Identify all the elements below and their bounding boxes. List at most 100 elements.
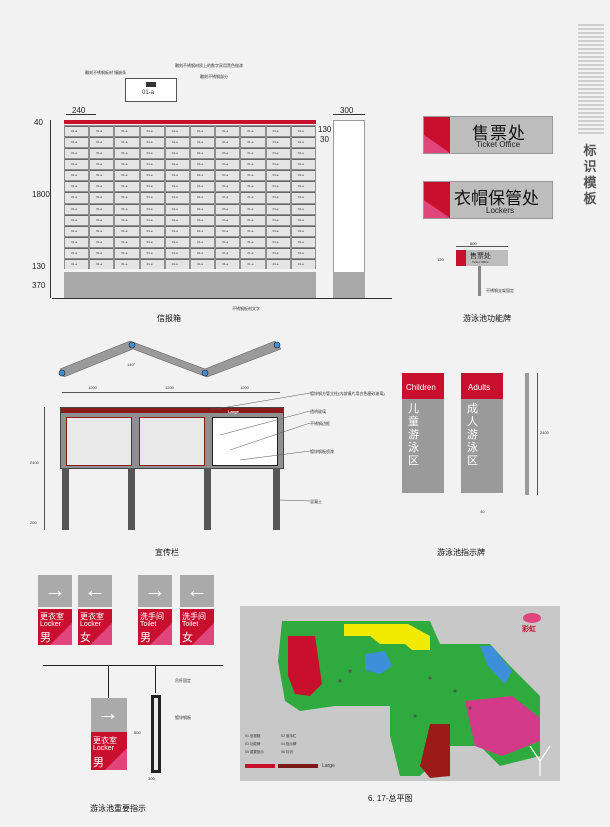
mailbox-slot-label: 01-a — [297, 206, 304, 211]
mailbox-slot-label: 01-a — [222, 129, 229, 133]
bb-panel-3 — [212, 417, 278, 466]
mailbox-slot-label: 01-a — [247, 239, 254, 244]
roof-angle: 140° — [127, 362, 136, 367]
mailbox-slot-label: 01-a — [197, 184, 204, 189]
mailbox-slot-label: 01-a — [96, 162, 103, 167]
bb-note-5: 混凝土 — [310, 499, 322, 504]
lockers-sign: 衣帽保管处 Lockers — [423, 181, 553, 219]
mailbox-slot: 01-a — [65, 170, 89, 181]
mailbox-slot: 01-a — [266, 192, 290, 203]
mailbox-slot: 01-a — [140, 181, 164, 192]
hang-g: 男 — [93, 757, 104, 769]
mailbox-slot-label: 01-a — [71, 261, 78, 266]
locker-en: Lockers — [486, 206, 515, 215]
mailbox-slot: 01-a — [115, 181, 139, 192]
mailbox-slot: 01-a — [65, 159, 89, 170]
toilet-pink-tri — [90, 623, 112, 645]
mailbox-slot-label: 01-a — [146, 195, 153, 200]
mailbox-slot-label: 01-a — [272, 140, 279, 145]
mailbox-slot: 01-a — [165, 137, 189, 148]
mailbox-slot: 01-a — [90, 192, 114, 203]
mailbox-slot: 01-a — [216, 192, 240, 203]
mailbox-slot: 01-a — [115, 225, 139, 236]
mailbox-slot: 01-a — [216, 159, 240, 170]
mailbox-slot: 01-a — [266, 126, 290, 137]
mailbox-slot-label: 01-a — [146, 228, 153, 233]
bb-top-bar — [61, 408, 283, 413]
mailbox-slot: 01-a — [65, 203, 89, 214]
mailbox-slot-label: 01-a — [222, 140, 229, 145]
mailbox-slot: 01-a — [90, 247, 114, 258]
mailbox-slot: 01-a — [140, 236, 164, 247]
mailbox-slot: 01-a — [90, 159, 114, 170]
mailbox-slot: 01-a — [115, 258, 139, 269]
bb-w1: 1200 — [88, 385, 97, 390]
mailbox-slot: 01-a — [216, 225, 240, 236]
mailbox-slot: 01-a — [291, 170, 315, 181]
mailbox-slot: 01-a — [216, 126, 240, 137]
mailbox-slot: 01-a — [140, 225, 164, 236]
mailbox-slot: 01-a — [90, 258, 114, 269]
hang-en: Locker — [93, 745, 115, 752]
mailbox-slot-label: 01-a — [247, 217, 254, 222]
mailbox-slot: 01-a — [241, 170, 265, 181]
mailbox-slot-label: 01-a — [96, 217, 103, 222]
mailbox-slot: 01-a — [90, 181, 114, 192]
mailbox-slot: 01-a — [191, 203, 215, 214]
mailbox-slot-label: 01-a — [96, 261, 103, 266]
hang-arrow-box — [91, 698, 127, 732]
mailbox-slot-label: 01-a — [197, 151, 204, 156]
legend-item: 06 标识 — [281, 750, 293, 754]
mailbox-slot-label: 01-a — [96, 184, 103, 189]
mailbox-slot-label: 01-a — [171, 140, 178, 145]
mailbox-slot: 01-a — [165, 214, 189, 225]
mailbox-slot: 01-a — [90, 148, 114, 159]
mailbox-slot-label: 01-a — [71, 228, 78, 233]
toilet-arrow-box — [38, 575, 72, 607]
hanging-sign: → 更衣室 Locker 男 — [91, 698, 127, 770]
mailbox-slot-label: 01-a — [171, 173, 178, 178]
mailbox-slot: 01-a — [90, 236, 114, 247]
small-sign-note: 不锈钢支架固定 — [486, 288, 514, 293]
mailbox-slot-label: 01-a — [171, 195, 178, 200]
mailbox-slot-label: 01-a — [197, 129, 204, 133]
nameplate-icon — [146, 82, 156, 87]
children-sign: Children 儿童游泳区 — [402, 373, 444, 493]
mailbox-slot: 01-a — [216, 236, 240, 247]
mailbox-slot: 01-a — [115, 148, 139, 159]
mailbox-slot: 01-a — [291, 225, 315, 236]
mailbox-slot: 01-a — [216, 148, 240, 159]
mailbox-slot-label: 01-a — [71, 129, 78, 133]
mailbox-slot: 01-a — [165, 148, 189, 159]
mailbox-slot: 01-a — [191, 148, 215, 159]
mailbox-slot: 01-a — [266, 159, 290, 170]
mailbox-slot: 01-a — [216, 181, 240, 192]
mailbox-slot-label: 01-a — [297, 129, 304, 133]
mailbox-slot: 01-a — [115, 126, 139, 137]
hang-side-rod — [155, 665, 156, 693]
directional-side-view — [525, 373, 529, 495]
bb-note-3: 不锈钢边框 — [310, 421, 330, 426]
mailbox-slot: 01-a — [140, 170, 164, 181]
mailbox-slot-label: 01-a — [247, 261, 254, 266]
ceiling-line — [43, 665, 223, 666]
mailbox-slot-label: 01-a — [96, 206, 103, 211]
mailbox-slot: 01-a — [90, 126, 114, 137]
mailbox-slot-label: 01-a — [96, 140, 103, 145]
side-title: 标识模板 — [583, 143, 597, 206]
mailbox-slot: 01-a — [291, 148, 315, 159]
mailbox-slot: 01-a — [241, 258, 265, 269]
legend-item: 05 重要指示 — [245, 750, 264, 754]
mailbox-slot: 01-a — [90, 225, 114, 236]
dim-h: 1800 — [32, 190, 50, 199]
mailbox-slot-label: 01-a — [297, 173, 304, 178]
mailbox-slot-label: 01-a — [247, 151, 254, 156]
toilet-cn: 洗手间 — [182, 612, 206, 621]
mailbox-base — [64, 272, 316, 298]
mailbox-slot-label: 01-a — [222, 151, 229, 156]
mailbox-slot-label: 01-a — [121, 206, 128, 211]
mailbox-slot: 01-a — [65, 137, 89, 148]
mailbox-slot-label: 01-a — [171, 250, 178, 255]
dim-top: 40 — [34, 118, 43, 127]
bb-h-total: 2400 — [30, 460, 39, 465]
